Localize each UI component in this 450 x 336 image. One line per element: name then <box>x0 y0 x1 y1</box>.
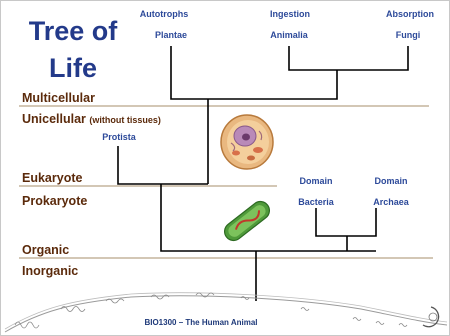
title-line-2: Life <box>23 50 123 87</box>
kingdom-fungi: Fungi <box>376 30 440 41</box>
footer-course-title: BIO1300 – The Human Animal <box>101 318 301 328</box>
label-prokaryote: Prokaryote <box>22 193 87 209</box>
label-eukaryote: Eukaryote <box>22 170 82 186</box>
dna-strip-decoration <box>1 289 449 335</box>
bacterium-illustration <box>219 195 275 247</box>
branch-plantae <box>171 46 337 99</box>
domain-label-archaea: Domain <box>359 176 423 187</box>
mode-absorption: Absorption <box>376 9 444 20</box>
branch-animalia-fungi <box>289 46 408 70</box>
mode-ingestion: Ingestion <box>255 9 325 20</box>
label-inorganic: Inorganic <box>22 263 78 279</box>
label-unicellular: Unicellular (without tissues) <box>22 111 161 128</box>
slide-title: Tree of Life <box>23 13 123 87</box>
branch-prokaryotes <box>316 208 376 236</box>
domain-label-bacteria: Domain <box>284 176 348 187</box>
kingdom-plantae: Plantae <box>139 30 203 41</box>
domain-bacteria: Bacteria <box>284 197 348 208</box>
domain-archaea: Archaea <box>359 197 423 208</box>
label-organic: Organic <box>22 242 69 258</box>
eukaryotic-cell-illustration <box>219 113 275 171</box>
kingdom-protista: Protista <box>87 132 151 143</box>
title-line-1: Tree of <box>23 13 123 50</box>
kingdom-animalia: Animalia <box>257 30 321 41</box>
tree-branches <box>118 46 408 301</box>
branch-protista <box>118 146 208 184</box>
label-multicellular: Multicellular <box>22 90 95 106</box>
mode-autotrophs: Autotrophs <box>129 9 199 20</box>
label-unicellular-text: Unicellular <box>22 112 86 126</box>
label-unicellular-note: (without tissues) <box>89 115 161 125</box>
